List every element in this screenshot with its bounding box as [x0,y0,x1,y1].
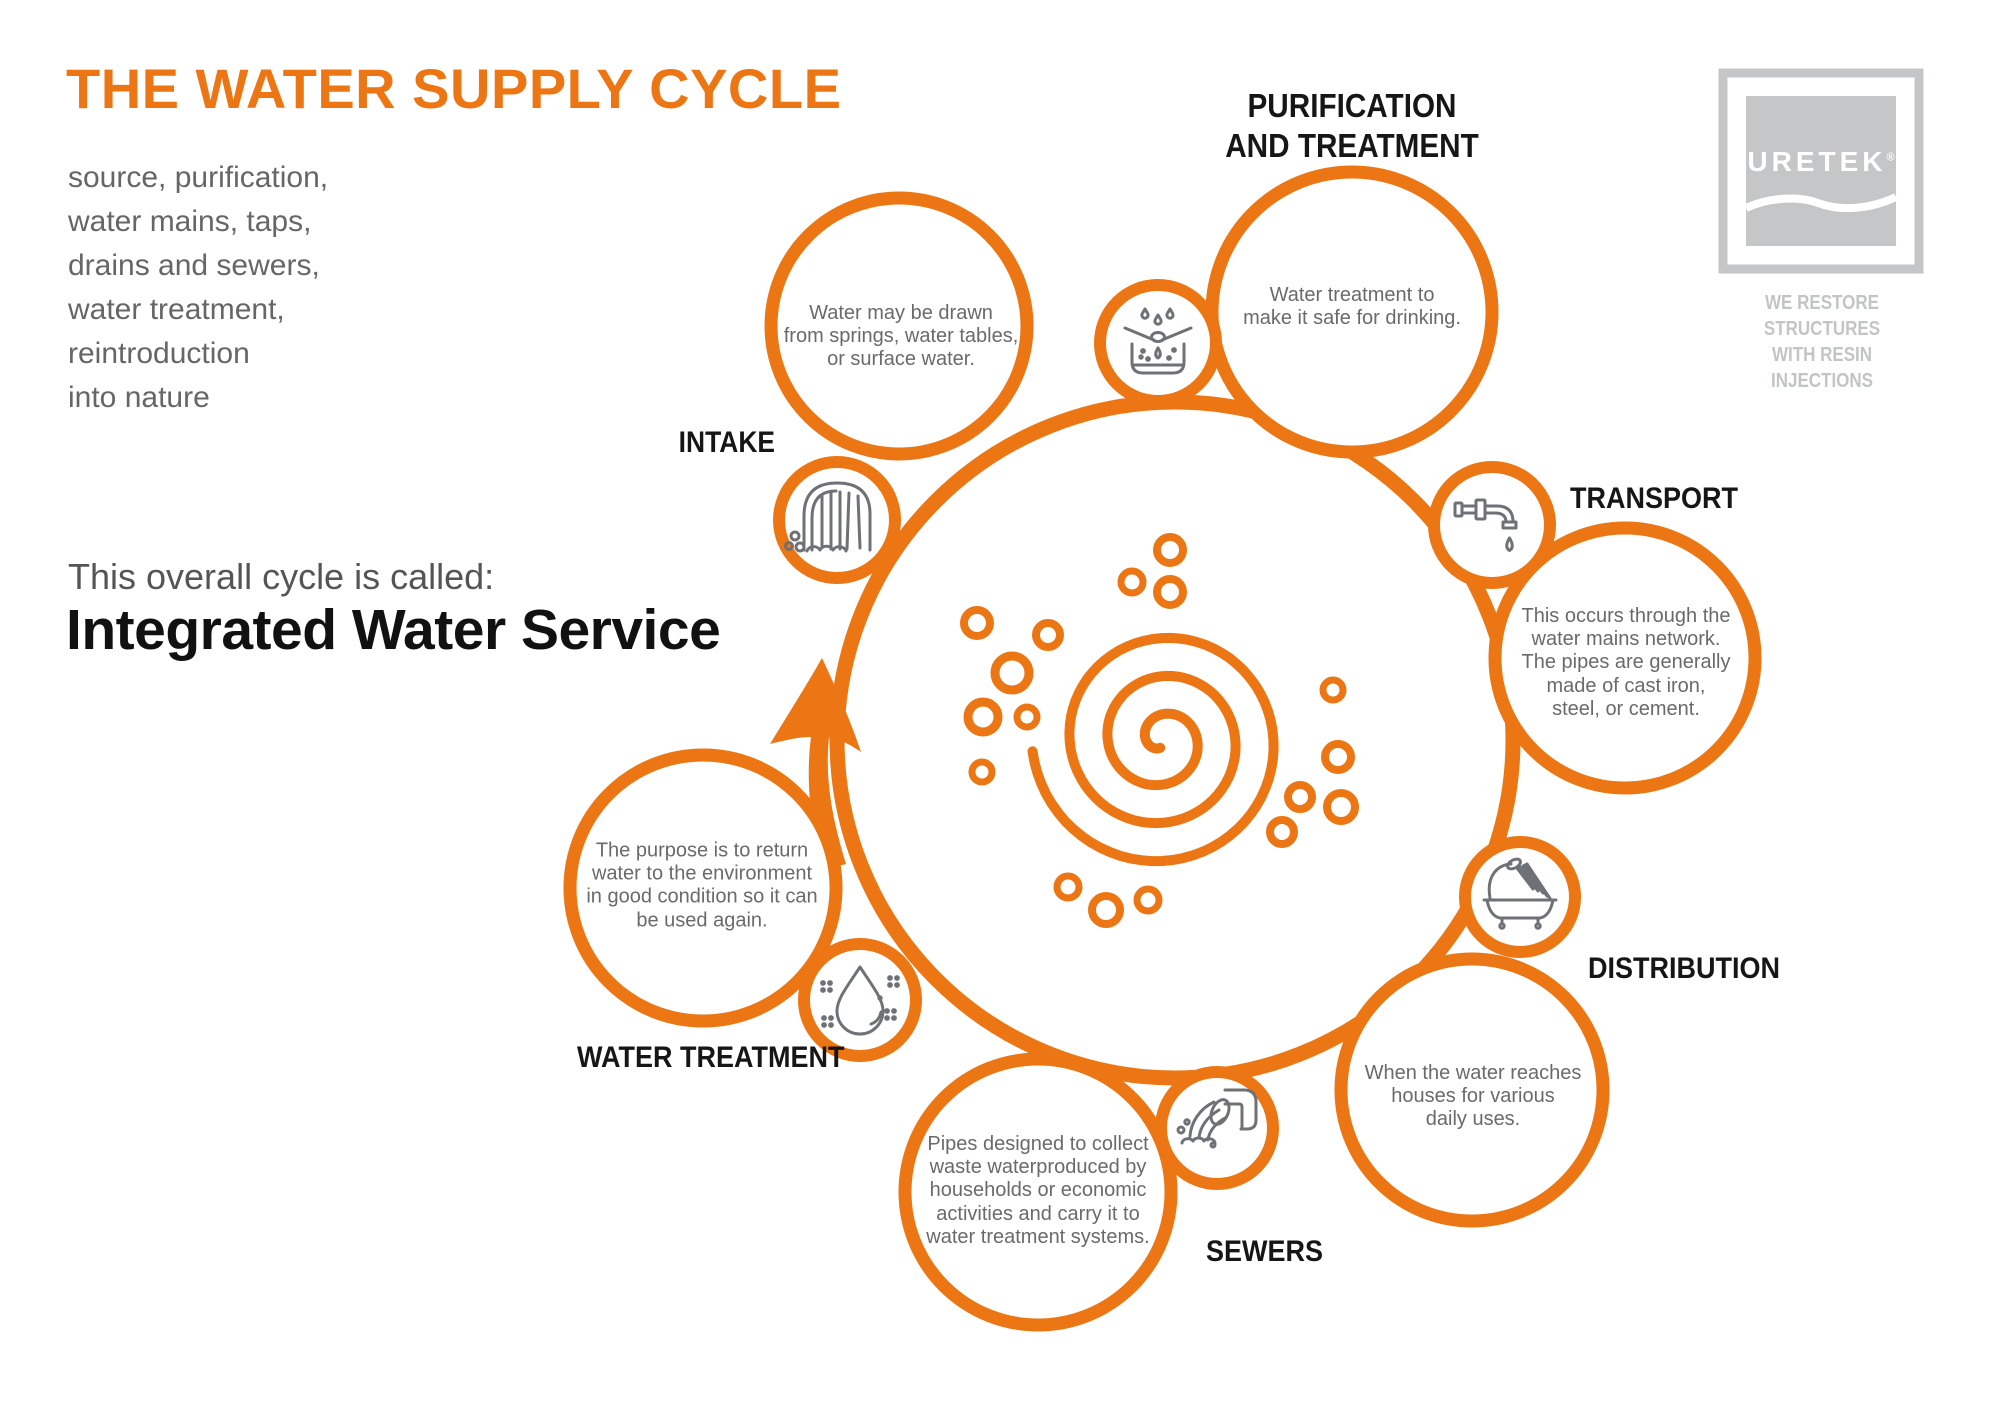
cycle-name-text: Integrated Water Service [66,598,721,662]
logo-block [1746,96,1896,246]
icon-circle-purification [1094,279,1222,407]
faucet-icon [1453,498,1518,552]
logo-brand-text: URETEK® [1746,146,1896,178]
icon-circle-sewers [1155,1066,1279,1190]
page-title: THE WATER SUPPLY CYCLE [66,57,842,120]
icon-circle-transport [1428,461,1556,589]
cycle-intro-text: This overall cycle is called: [68,556,495,597]
cycle-arrow-icon [770,658,861,870]
stage-description-water-treatment: The purpose is to return water to the en… [586,839,818,932]
water-droplet-rings [960,533,1359,928]
stage-label-intake: INTAKE [678,426,775,459]
shower-tub-icon [1482,857,1558,930]
logo-wave [1744,193,1898,213]
stage-label-purification: PURIFICATION AND TREATMENT [1225,87,1479,164]
stage-description-intake: Water may be drawn from springs, water t… [783,302,1019,371]
sewer-pipe-icon [1176,1088,1258,1149]
sparkle-dots [820,975,900,1028]
logo-brand-name: URETEK [1747,146,1887,177]
waterfall-icon [784,481,872,553]
water-drop-icon [820,965,900,1036]
icon-circle-distribution [1459,836,1581,958]
beaker-icon [1123,307,1193,375]
stage-label-water-treatment: WATER TREATMENT [577,1041,845,1074]
stage-label-distribution: DISTRIBUTION [1588,952,1780,985]
registered-mark: ® [1886,151,1895,164]
stage-description-sewers: Pipes designed to collect waste waterpro… [926,1133,1150,1248]
stage-label-sewers: SEWERS [1206,1235,1324,1268]
stage-circle-intake [764,191,1034,461]
stage-description-distribution: When the water reaches houses for variou… [1364,1062,1582,1131]
stage-circle-distribution [1334,952,1610,1228]
stage-description-purification: Water treatment to make it safe for drin… [1243,283,1461,329]
stage-description-transport: This occurs through the water mains netw… [1521,605,1731,720]
logo-frame [1718,68,1924,274]
icon-circle-water-treatment [798,938,922,1062]
stage-circle-water-treatment [563,748,843,1028]
center-spiral [1027,632,1279,867]
stage-circle-sewers [898,1052,1178,1332]
logo-tagline: WE RESTORE STRUCTURES WITH RESIN INJECTI… [1763,292,1881,392]
icon-circle-intake [773,456,901,584]
stage-circle-transport [1488,521,1762,795]
stage-label-transport: TRANSPORT [1570,482,1739,515]
page-subtitle: source, purification, water mains, taps,… [68,161,329,415]
uretek-logo [1718,68,1924,274]
